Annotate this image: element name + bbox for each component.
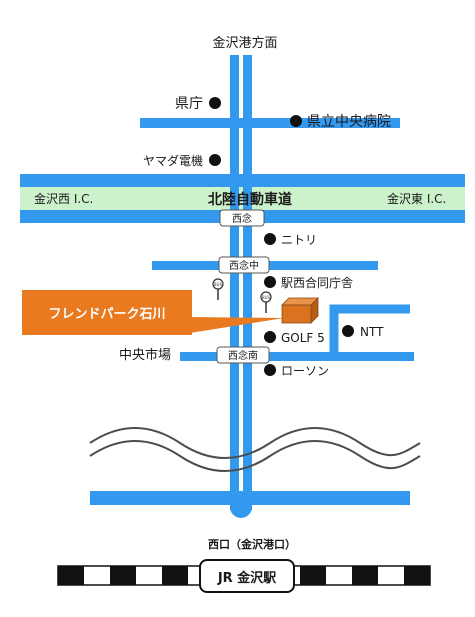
- landmark-lawson: ローソン: [281, 364, 329, 378]
- river: [89, 427, 421, 472]
- road-ntt: [329, 304, 410, 352]
- landmark-dot-golf5: [264, 331, 276, 343]
- intersection-sign-nishinen-minami: [216, 346, 270, 364]
- landmark-dot-hospital: [290, 115, 302, 127]
- direction-label: 金沢港方面: [212, 35, 277, 51]
- station-exit-label: 西口（金沢港口）: [208, 537, 296, 551]
- bus-stop-icon: BUS: [260, 291, 272, 313]
- intersection-nishinen: 西念: [232, 212, 252, 225]
- landmark-office: 駅西合同庁舎: [281, 275, 353, 290]
- svg-text:BUS: BUS: [214, 282, 223, 287]
- intersection-sign-nishinen-naka: [218, 256, 270, 274]
- svg-text:BUS: BUS: [262, 295, 271, 300]
- main-road-end: [230, 494, 252, 518]
- landmark-nitori: ニトリ: [281, 233, 317, 247]
- bus-stop-icon: BUS: [212, 278, 224, 300]
- destination-pointer: [190, 317, 284, 333]
- intersection-nishinen-minami: 西念南: [228, 349, 258, 362]
- destination-building-icon: [281, 297, 319, 324]
- highway-band: [20, 186, 465, 210]
- destination-box: [22, 290, 192, 335]
- highway-west-ic: 金沢西 I.C.: [34, 191, 93, 206]
- landmark-hospital: 県立中央病院: [307, 114, 391, 130]
- landmark-dot-kencho: [209, 97, 221, 109]
- landmark-golf5: GOLF 5: [281, 331, 325, 345]
- highway-east-ic: 金沢東 I.C.: [387, 191, 446, 206]
- landmark-yamada: ヤマダ電機: [143, 153, 203, 168]
- main-road-left: [230, 55, 239, 510]
- landmark-central-market: 中央市場: [119, 347, 171, 363]
- highway-name: 北陸自動車道: [208, 191, 292, 208]
- road-highway-north: [20, 174, 465, 187]
- landmark-dot-nitori: [264, 233, 276, 245]
- road-kencho: [140, 118, 400, 128]
- landmark-dot-yamada: [209, 154, 221, 166]
- main-road-right: [243, 55, 252, 510]
- landmark-dot-ntt: [342, 325, 354, 337]
- destination-label: フレンドパーク石川: [48, 307, 165, 322]
- landmark-kencho: 県庁: [175, 96, 203, 112]
- intersection-nishinen-naka: 西念中: [229, 259, 259, 272]
- landmark-dot-office: [264, 276, 276, 288]
- intersection-sign-nishinen: [219, 209, 265, 227]
- landmark-dot-lawson: [264, 364, 276, 376]
- road-nishinen-minami: [180, 352, 414, 361]
- station-name: JR 金沢駅: [217, 570, 277, 586]
- station-box: [199, 559, 295, 593]
- landmark-ntt: NTT: [360, 325, 384, 339]
